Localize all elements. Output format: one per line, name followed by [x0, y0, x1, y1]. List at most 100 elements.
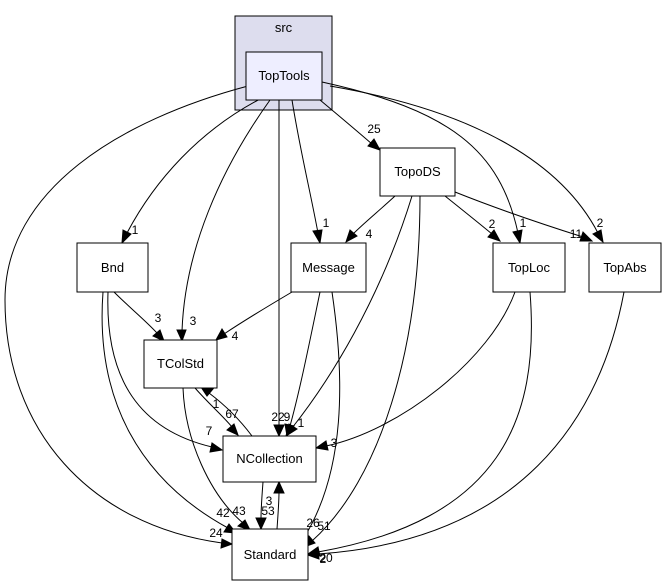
edges — [4, 81, 625, 560]
node-toptools[interactable]: TopTools — [245, 51, 323, 101]
edge-topods-toploc[interactable] — [444, 195, 493, 235]
edge-toploc-ncollection[interactable] — [325, 291, 516, 447]
edge-standard-ncollection[interactable] — [276, 491, 280, 530]
edge-label-message-tcolstd[interactable]: 4 — [232, 329, 239, 343]
edge-arrow — [209, 442, 224, 453]
edge-topods-standard[interactable] — [311, 195, 421, 542]
node-bnd-label: Bnd — [101, 260, 124, 275]
edge-arrow — [312, 229, 323, 245]
edge-arrow — [345, 229, 358, 244]
edge-label-topods-topabs[interactable]: 11 — [570, 227, 583, 241]
edge-message-tcolstd[interactable] — [223, 291, 293, 335]
node-standard-label: Standard — [244, 547, 297, 562]
edge-label-toptools-topabs[interactable]: 2 — [597, 216, 604, 230]
edge-label-topods-message[interactable]: 4 — [366, 227, 373, 241]
edge-arrow — [579, 231, 594, 242]
edge-arrow — [214, 328, 228, 341]
node-ncollection[interactable]: NCollection — [222, 435, 317, 483]
edge-topods-ncollection[interactable] — [291, 195, 413, 429]
edge-label-toploc-standard[interactable]: 20 — [319, 551, 333, 565]
edge-tcolstd-ncollection[interactable] — [194, 387, 233, 428]
edge-label-ncollection-standard[interactable]: 53 — [261, 504, 275, 518]
node-toptools-box — [245, 51, 323, 101]
edge-label-toptools-message[interactable]: 1 — [323, 216, 330, 230]
edge-label-toptools-ncollection[interactable]: 22 — [271, 410, 285, 424]
node-tcolstd-box — [143, 339, 218, 389]
edge-toptools-bnd[interactable] — [126, 97, 263, 234]
edge-label-bnd-ncollection[interactable]: 7 — [206, 424, 213, 438]
edge-label-topabs-standard[interactable]: 2 — [320, 552, 327, 566]
edge-label-topods-standard[interactable]: 26 — [306, 516, 320, 530]
edge-tcolstd-standard[interactable] — [182, 387, 244, 524]
edge-label-tcolstd-ncollection[interactable]: 67 — [225, 407, 239, 421]
edge-toptools-message[interactable] — [291, 99, 319, 234]
node-standard-box — [231, 528, 309, 581]
node-tcolstd[interactable]: TColStd — [143, 339, 218, 389]
edge-toptools-tcolstd[interactable] — [181, 99, 271, 332]
edge-bnd-ncollection[interactable] — [107, 291, 213, 448]
edge-topods-message[interactable] — [352, 195, 396, 235]
node-topabs[interactable]: TopAbs — [588, 242, 662, 293]
edge-label-toptools-standard[interactable]: 24 — [209, 526, 223, 540]
edge-label-toploc-ncollection[interactable]: 3 — [331, 436, 338, 450]
node-bnd[interactable]: Bnd — [76, 242, 149, 293]
edge-arrow — [306, 549, 320, 560]
edge-arrow — [314, 440, 329, 451]
edge-message-standard[interactable] — [304, 291, 341, 537]
edge-arrow — [592, 229, 604, 244]
node-ncollection-label: NCollection — [236, 451, 302, 466]
edge-toptools-topabs[interactable] — [329, 85, 599, 234]
edge-arrow — [273, 424, 285, 438]
edge-ncollection-standard[interactable] — [260, 481, 264, 520]
edge-bnd-tcolstd[interactable] — [113, 291, 158, 334]
edge-label-message-standard[interactable]: 51 — [317, 519, 331, 533]
edge-labels: 25 1 1 1 2 3 22 24 4 2 11 9 26 3 7 42 4 … — [132, 122, 604, 566]
node-tcolstd-label: TColStd — [157, 356, 204, 371]
edge-topabs-standard[interactable] — [317, 291, 625, 555]
node-toploc[interactable]: TopLoc — [492, 242, 566, 293]
edge-bnd-standard[interactable] — [101, 291, 229, 529]
edge-label-bnd-standard[interactable]: 42 — [216, 506, 230, 520]
edge-toptools-standard[interactable] — [4, 85, 249, 544]
edge-label-toptools-bnd[interactable]: 1 — [132, 223, 139, 237]
edge-arrow — [284, 423, 295, 438]
node-topabs-label: TopAbs — [603, 260, 647, 275]
edge-arrow — [152, 329, 165, 342]
edge-arrow — [512, 229, 523, 245]
edge-label-toptools-tcolstd[interactable]: 3 — [190, 314, 197, 328]
edge-arrow — [220, 538, 234, 549]
node-standard[interactable]: Standard — [231, 528, 309, 581]
node-topods-box — [379, 147, 456, 197]
edge-label-tcolstd-standard[interactable]: 43 — [232, 504, 246, 518]
edge-message-ncollection[interactable] — [289, 291, 321, 427]
edge-label-topods-toploc[interactable]: 2 — [489, 217, 496, 231]
node-bnd-box — [76, 242, 149, 293]
node-toploc-label: TopLoc — [508, 260, 550, 275]
node-message[interactable]: Message — [290, 242, 367, 293]
edge-label-toptools-topods[interactable]: 25 — [367, 122, 381, 136]
node-message-box — [290, 242, 367, 293]
edge-arrow — [176, 329, 187, 343]
edge-label-topods-ncollection[interactable]: 9 — [284, 410, 291, 424]
edge-arrow — [487, 229, 502, 242]
edge-toploc-standard[interactable] — [317, 291, 532, 553]
node-topabs-box — [588, 242, 662, 293]
node-topods-label: TopoDS — [394, 164, 441, 179]
node-message-label: Message — [302, 260, 355, 275]
edge-label-standard-ncollection[interactable]: 3 — [266, 494, 273, 508]
edge-toptools-topods[interactable] — [319, 99, 373, 145]
edge-arrow — [255, 517, 267, 531]
node-toploc-box — [492, 242, 566, 293]
edge-arrow — [367, 138, 382, 151]
edge-topods-topabs[interactable] — [454, 191, 584, 238]
cluster-src-label: src — [275, 20, 293, 35]
node-topods[interactable]: TopoDS — [379, 147, 456, 197]
edge-arrow — [226, 423, 239, 436]
edge-label-toptools-toploc[interactable]: 1 — [520, 216, 527, 230]
edge-ncollection-tcolstd[interactable] — [208, 392, 253, 437]
edge-label-bnd-tcolstd[interactable]: 3 — [155, 311, 162, 325]
edge-label-message-ncollection[interactable]: 1 — [298, 416, 305, 430]
edge-label-ncollection-tcolstd[interactable]: 1 — [213, 397, 220, 411]
node-toptools-label: TopTools — [258, 68, 310, 83]
